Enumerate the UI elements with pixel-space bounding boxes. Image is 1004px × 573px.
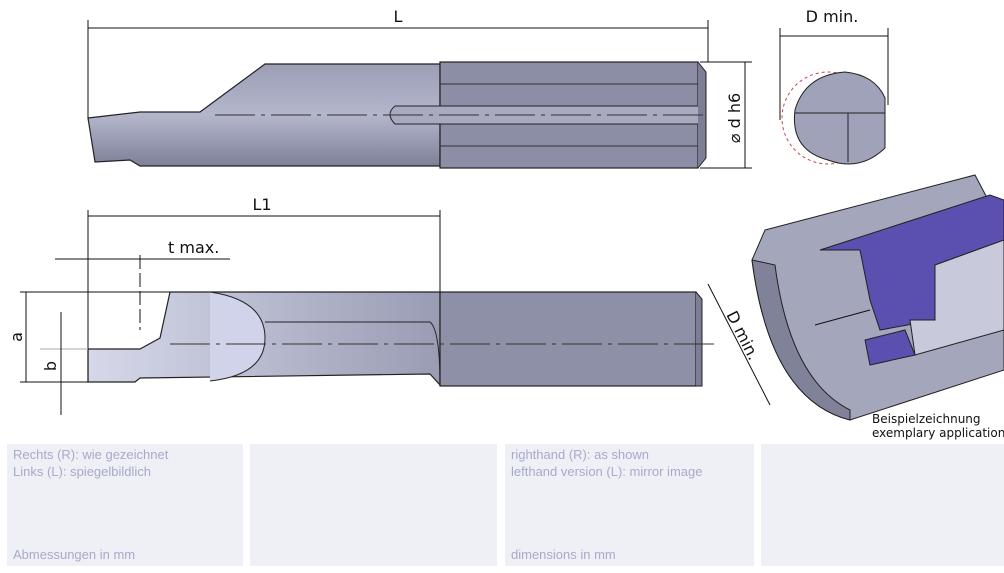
caption-de: Beispielzeichnung — [872, 412, 981, 426]
tool-side-view — [87, 291, 715, 387]
label-a: a — [7, 332, 26, 342]
text-de-units: Abmessungen in mm — [13, 547, 136, 562]
label-D-min-section: D min. — [722, 308, 763, 364]
tool-top-view — [87, 61, 707, 169]
text-en-righthand: righthand (R): as shown — [511, 447, 650, 462]
label-d-h6: ⌀ d h6 — [725, 93, 744, 143]
text-en-lefthand: lefthand version (L): mirror image — [511, 464, 703, 479]
label-L: L — [394, 7, 403, 26]
section-view — [707, 174, 1004, 421]
text-de-lefthand: Links (L): spiegelbildlich — [13, 464, 152, 479]
label-b: b — [41, 361, 60, 371]
text-de-righthand: Rechts (R): wie gezeichnet — [13, 447, 169, 462]
label-t-max: t max. — [168, 238, 219, 257]
panel-empty-2 — [761, 444, 1004, 566]
panel-english: righthand (R): as shown lefthand version… — [505, 444, 754, 566]
tool-end-view — [779, 28, 889, 165]
panel-empty-1 — [250, 444, 497, 566]
label-D-min-top: D min. — [806, 7, 859, 26]
text-en-units: dimensions in mm — [511, 547, 616, 562]
label-L1: L1 — [252, 195, 271, 214]
caption-en: exemplary application — [872, 426, 1004, 440]
panel-german: Rechts (R): wie gezeichnet Links (L): sp… — [7, 444, 243, 566]
